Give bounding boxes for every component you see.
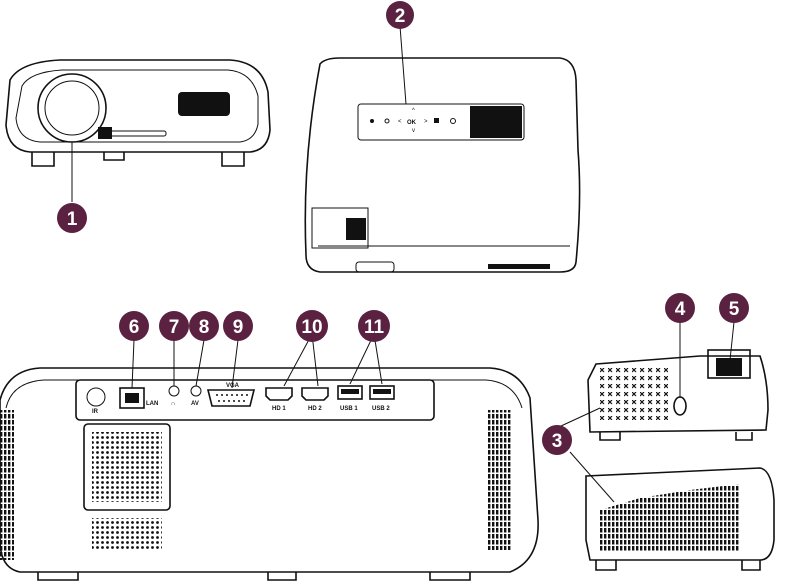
- callout-10: 10: [296, 310, 328, 342]
- callout-8: 8: [189, 311, 219, 341]
- lens: [37, 73, 107, 143]
- svg-text:9: 9: [233, 317, 244, 338]
- svg-text:4: 4: [675, 299, 686, 320]
- speaker-grille: [83, 423, 171, 511]
- ir-receiver-front: [98, 127, 112, 139]
- usb1-label: USB 1: [340, 406, 358, 412]
- io-panel: [75, 379, 435, 421]
- back-leaders: [131, 333, 383, 389]
- callout-11: 11: [358, 310, 390, 342]
- callout-4: 4: [665, 293, 695, 323]
- svg-text:11: 11: [364, 317, 385, 338]
- lan-label: LAN: [146, 401, 158, 407]
- svg-text:3: 3: [552, 431, 563, 452]
- hd1-label: HD 1: [272, 406, 286, 412]
- ok-key-label: OK: [407, 120, 417, 126]
- headphone-jack: [168, 385, 180, 397]
- headphone-label: ∩: [171, 401, 175, 407]
- svg-text:6: 6: [129, 317, 140, 338]
- front-vent: [178, 92, 230, 116]
- callout-2: 2: [386, 1, 414, 29]
- callout-1: 1: [57, 203, 87, 233]
- av-jack: [190, 385, 202, 397]
- svg-text:2: 2: [395, 6, 406, 27]
- svg-text:^: ^: [412, 108, 415, 114]
- hdmi-2-port: [301, 387, 329, 401]
- ir-label: IR: [92, 409, 99, 415]
- svg-text:1: 1: [67, 209, 78, 230]
- back-view: IR LAN ∩ AV VGA HD 1 HD 2 USB 1 USB 2: [0, 367, 539, 581]
- vga-port: [206, 389, 256, 407]
- control-panel: [357, 103, 525, 141]
- callout-3: 3: [542, 425, 572, 455]
- hdmi-1-port: [265, 387, 293, 401]
- svg-text:10: 10: [301, 317, 322, 338]
- svg-text:7: 7: [169, 317, 180, 338]
- front-view: [5, 59, 271, 202]
- svg-text:v: v: [412, 128, 415, 134]
- leader-2: [399, 25, 407, 105]
- callout-5: 5: [719, 293, 749, 323]
- callout-6: 6: [119, 311, 149, 341]
- power-button: [673, 396, 687, 416]
- top-view: < OK ^ v >: [304, 25, 581, 273]
- av-label: AV: [191, 401, 199, 407]
- usb2-label: USB 2: [372, 406, 390, 412]
- vga-label: VGA: [226, 383, 240, 389]
- callout-badges: 1 2 3 4 5 6 7 8: [57, 1, 749, 455]
- top-vent: [470, 106, 522, 138]
- hd2-label: HD 2: [308, 406, 322, 412]
- usb-2-port: [369, 385, 395, 400]
- usb-1-port: [337, 385, 363, 400]
- leader-5: [729, 321, 735, 361]
- svg-text:>: >: [424, 119, 428, 125]
- svg-text:8: 8: [199, 317, 210, 338]
- side-view-right: [587, 321, 769, 441]
- svg-text:5: 5: [729, 299, 740, 320]
- leader-3b: [569, 451, 615, 503]
- focus-lens-housing: [707, 349, 751, 379]
- callout-9: 9: [223, 311, 253, 341]
- control-keypad: < OK ^ v >: [370, 108, 456, 134]
- callout-7: 7: [159, 311, 189, 341]
- ir-sensor: [86, 387, 106, 407]
- side-view-left: [547, 407, 775, 571]
- svg-text:<: <: [398, 119, 402, 125]
